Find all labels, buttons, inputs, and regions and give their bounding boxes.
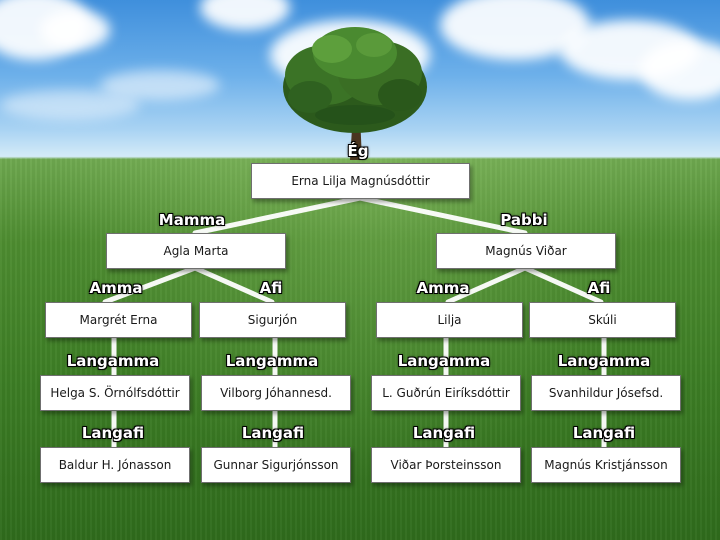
cloud (640, 40, 720, 100)
great-grandmother-person-box: Helga S. Örnólfsdóttir (40, 375, 190, 411)
connector-line (192, 195, 363, 236)
cloud (40, 10, 110, 50)
great-grandmother-person-box: Svanhildur Jósefsd. (531, 375, 681, 411)
grandparent-relation-label: Amma (89, 279, 143, 297)
great-grandfather-relation-label: Langafi (572, 424, 636, 442)
grandparent-relation-label: Afi (587, 279, 611, 297)
great-grandmother-person-box: L. Guðrún Eiríksdóttir (371, 375, 521, 411)
great-grandfather-person-box: Gunnar Sigurjónsson (201, 447, 351, 483)
great-grandfather-person-box: Baldur H. Jónasson (40, 447, 190, 483)
connector-line (445, 265, 528, 305)
great-grandmother-relation-label: Langamma (66, 352, 160, 370)
connector-line (522, 265, 604, 305)
root-person-box: Erna Lilja Magnúsdóttir (251, 163, 470, 199)
grandparent-relation-label: Afi (259, 279, 283, 297)
connector-line (102, 265, 198, 305)
grandparent-person-box: Lilja (376, 302, 523, 338)
grandparent-person-box: Margrét Erna (45, 302, 192, 338)
tree-illustration (283, 27, 427, 160)
grandparent-person-box: Skúli (529, 302, 676, 338)
father-relation-label: Pabbi (500, 211, 548, 229)
great-grandmother-relation-label: Langamma (397, 352, 491, 370)
great-grandfather-person-box: Magnús Kristjánsson (531, 447, 681, 483)
great-grandfather-relation-label: Langafi (81, 424, 145, 442)
cloud (0, 90, 140, 120)
great-grandfather-relation-label: Langafi (241, 424, 305, 442)
father-person-box: Magnús Viðar (436, 233, 616, 269)
cloud (100, 70, 220, 100)
connector-line (357, 195, 528, 236)
root-relation-label: Ég (347, 142, 369, 160)
great-grandfather-relation-label: Langafi (412, 424, 476, 442)
great-grandfather-person-box: Viðar Þorsteinsson (371, 447, 521, 483)
connector-line (192, 265, 275, 305)
mother-relation-label: Mamma (158, 211, 226, 229)
grandparent-person-box: Sigurjón (199, 302, 346, 338)
great-grandmother-relation-label: Langamma (557, 352, 651, 370)
mother-person-box: Agla Marta (106, 233, 286, 269)
great-grandmother-relation-label: Langamma (225, 352, 319, 370)
great-grandmother-person-box: Vilborg Jóhannesd. (201, 375, 351, 411)
grandparent-relation-label: Amma (416, 279, 470, 297)
